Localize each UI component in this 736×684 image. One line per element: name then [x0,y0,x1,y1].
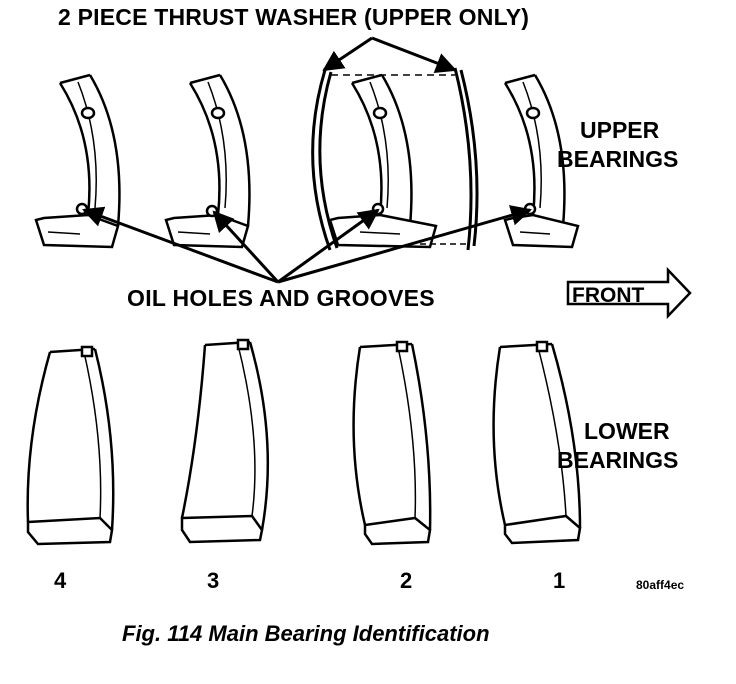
lower-bearing-3 [180,338,270,544]
lower-bearing-4 [26,345,115,546]
position-number-2: 2 [400,568,413,593]
upper-bearing-3 [164,73,251,249]
figure-caption: Fig. 114 Main Bearing Identification [122,621,490,646]
figure-code: 80aff4ec [636,578,685,592]
thrust-washer-arrows [322,36,457,73]
lower-bearings-label-line1: LOWER [584,418,670,444]
position-number-3: 3 [207,568,220,593]
lower-bearings-label-line2: BEARINGS [557,447,679,473]
lower-bearing-1 [492,340,582,545]
upper-bearing-2 [311,67,479,251]
thrust-washer-label: 2 PIECE THRUST WASHER (UPPER ONLY) [58,4,530,30]
upper-bearings-label-line1: UPPER [580,117,660,143]
position-number-1: 1 [553,568,566,593]
position-number-4: 4 [54,568,67,593]
front-label: FRONT [572,284,644,307]
lower-bearing-2 [352,340,432,546]
upper-bearing-4 [34,73,121,249]
oil-holes-label: OIL HOLES AND GROOVES [127,285,435,311]
upper-bearings-label-line2: BEARINGS [557,146,679,172]
front-arrow: FRONT [566,266,692,320]
oil-hole-arrows [82,205,533,284]
